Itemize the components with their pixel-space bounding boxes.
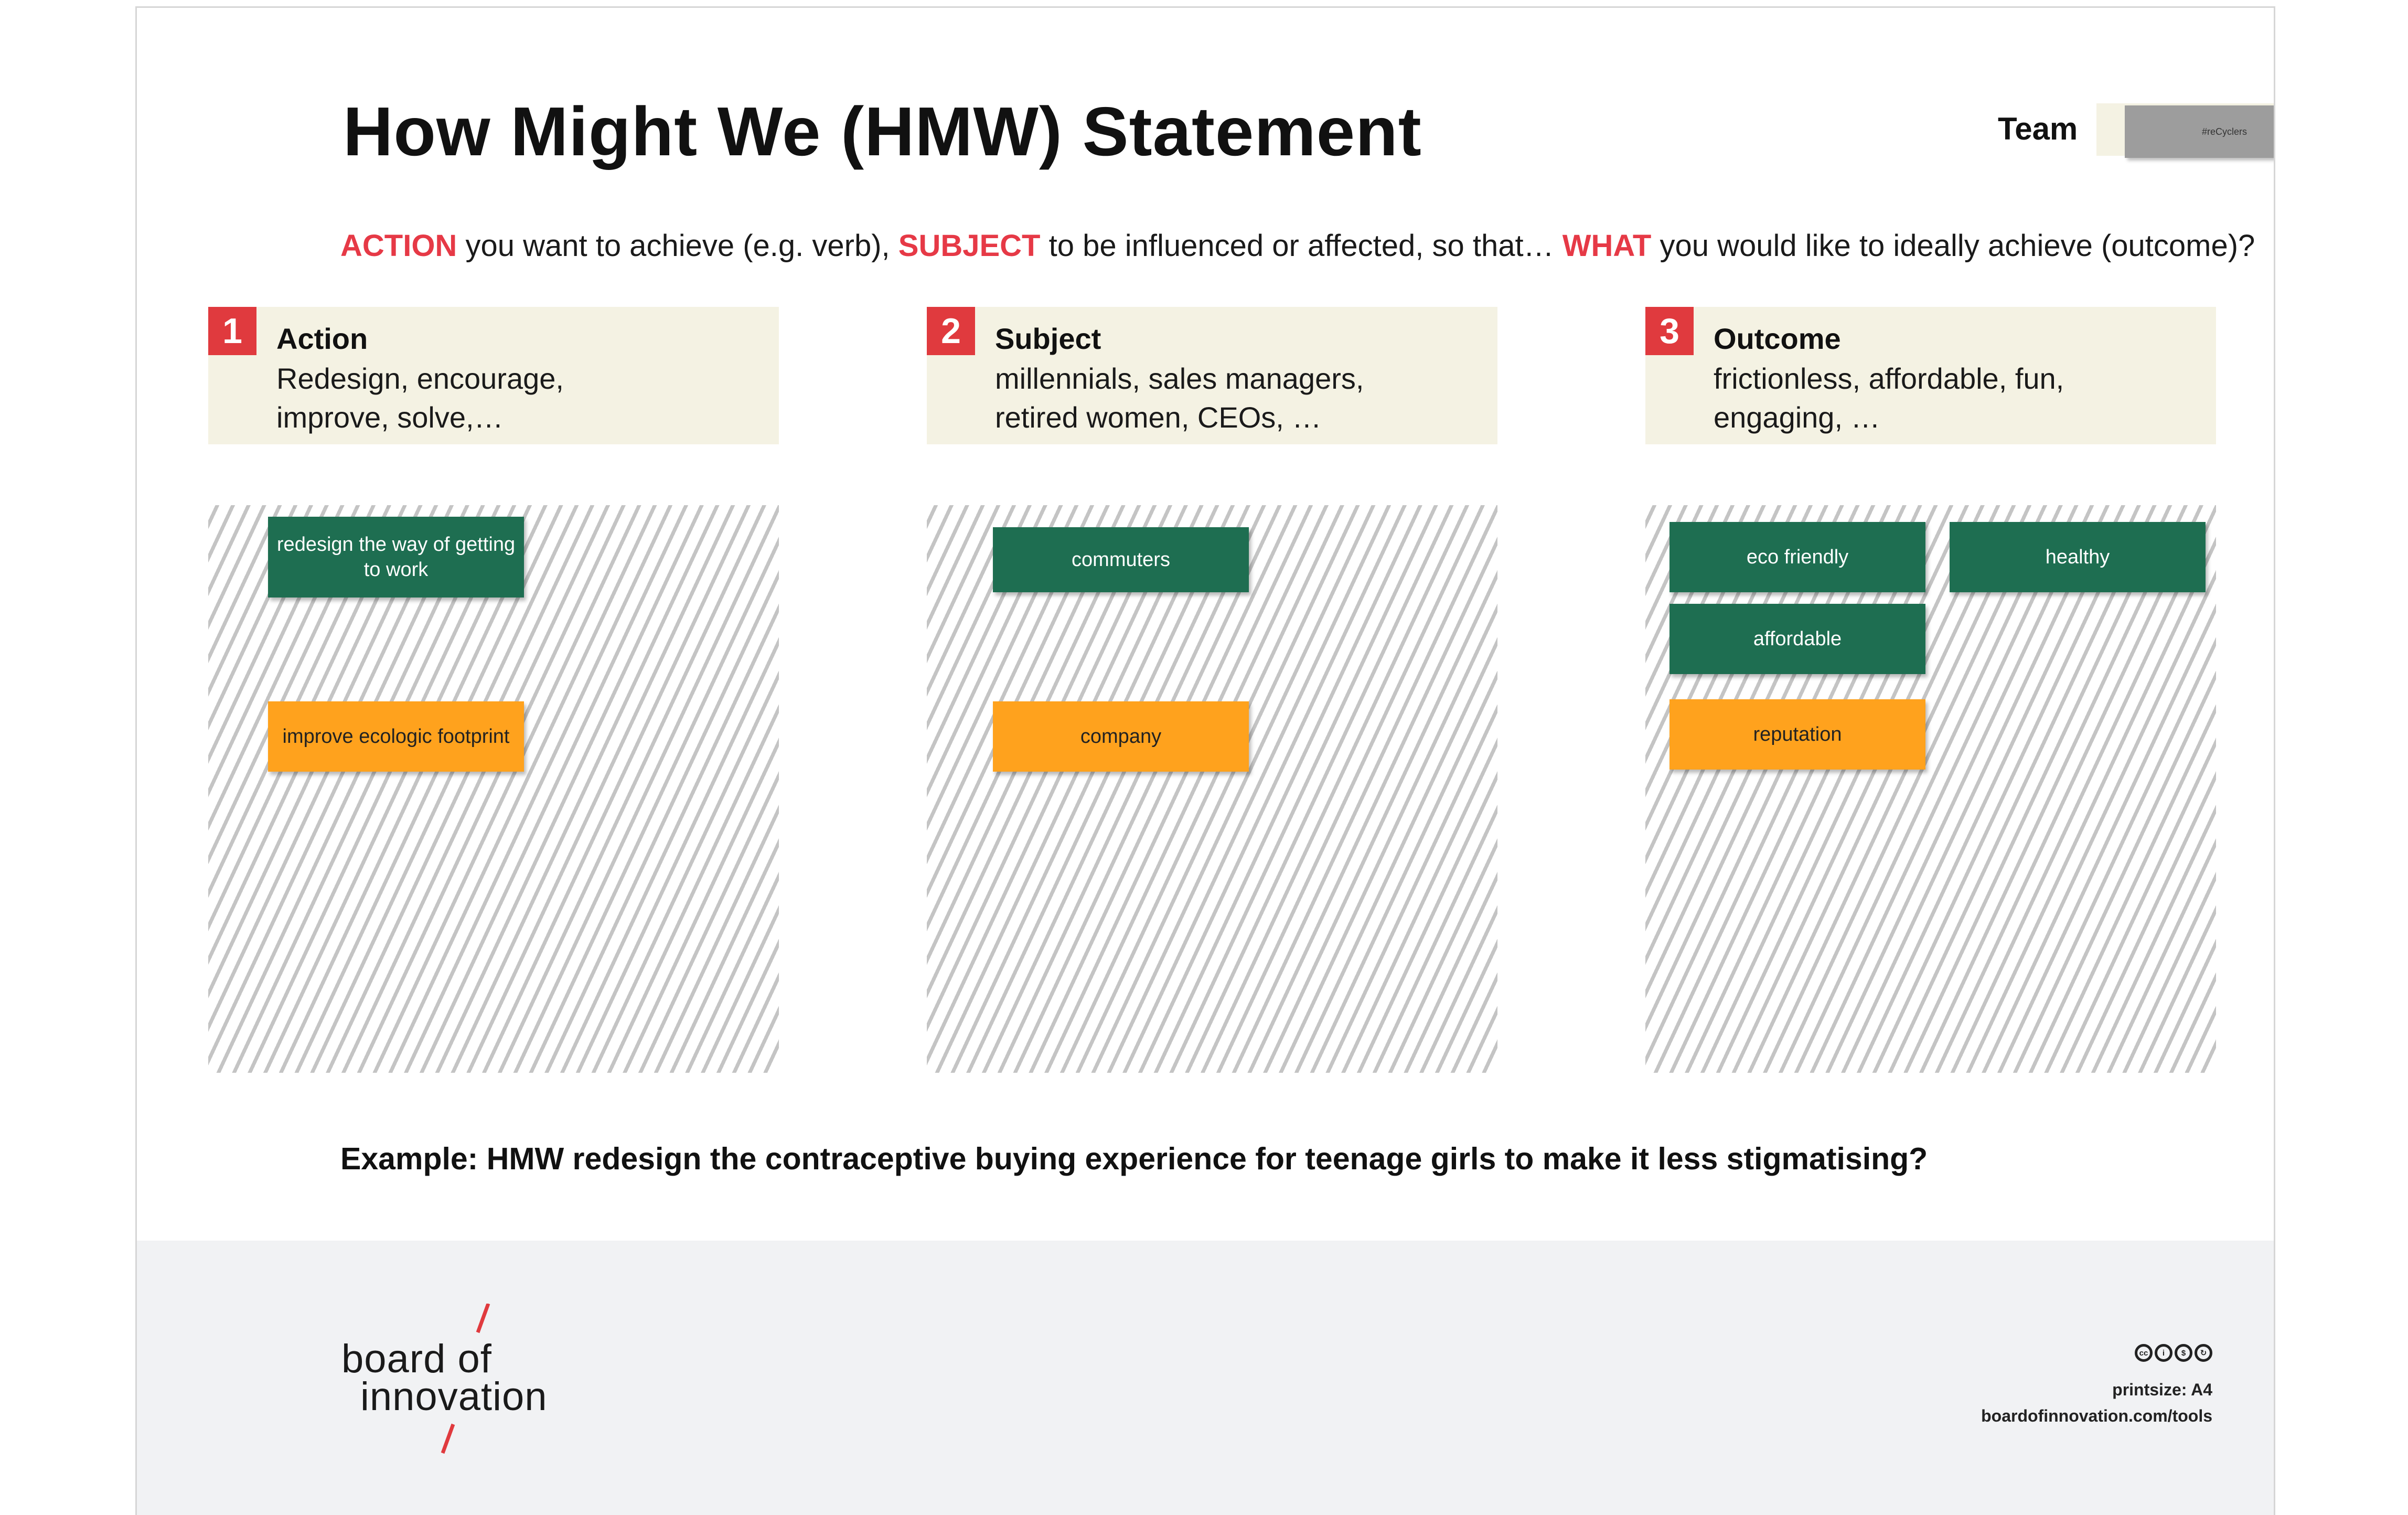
subject-header: 2 Subject millennials, sales managers, r… bbox=[927, 307, 1497, 444]
board-of-innovation-logo: board of innovation bbox=[341, 1304, 572, 1456]
team-label: Team bbox=[1998, 111, 2078, 146]
attribution-icon: i bbox=[2155, 1344, 2172, 1362]
logo-line-2: innovation bbox=[360, 1374, 548, 1419]
subject-drop-zone[interactable] bbox=[927, 505, 1497, 1073]
sharealike-icon: ↻ bbox=[2195, 1344, 2212, 1362]
action-header: 1 Action Redesign, encourage, improve, s… bbox=[208, 307, 779, 444]
instruction-part-3: you would like to ideally achieve (outco… bbox=[1651, 229, 2255, 263]
action-drop-zone[interactable] bbox=[208, 505, 779, 1073]
keyword-what: WHAT bbox=[1562, 229, 1652, 263]
example-statement: Example: HMW redesign the contraceptive … bbox=[340, 1141, 1928, 1176]
sticky-note[interactable]: eco friendly bbox=[1669, 522, 1925, 592]
sticky-note[interactable]: healthy bbox=[1950, 522, 2206, 592]
cc-icon: cc bbox=[2135, 1344, 2153, 1362]
instruction-part-1: you want to achieve (e.g. verb), bbox=[457, 229, 898, 263]
footer bbox=[137, 1241, 2274, 1515]
sticky-note[interactable]: affordable bbox=[1669, 604, 1925, 674]
column-title: Outcome bbox=[1714, 322, 1841, 355]
instruction-part-2: to be influenced or affected, so that… bbox=[1040, 229, 1562, 263]
website-link[interactable]: boardofinnovation.com/tools bbox=[1981, 1406, 2212, 1425]
logo-slash-icon bbox=[441, 1304, 490, 1454]
sticky-note[interactable]: reputation bbox=[1669, 699, 1925, 770]
team-sticky-note[interactable]: #reCyclers bbox=[2125, 105, 2274, 158]
print-size: printsize: A4 bbox=[2112, 1380, 2212, 1399]
sticky-note[interactable]: redesign the way of getting to work bbox=[268, 517, 524, 598]
logo-line-1: board of bbox=[341, 1337, 492, 1381]
page-title: How Might We (HMW) Statement bbox=[343, 93, 1422, 170]
column-title: Subject bbox=[995, 322, 1101, 355]
column-description: frictionless, affordable, fun, engaging,… bbox=[1714, 362, 2064, 434]
noncommercial-icon: $ bbox=[2175, 1344, 2192, 1362]
step-number-badge: 1 bbox=[208, 307, 256, 355]
sticky-note[interactable]: improve ecologic footprint bbox=[268, 701, 524, 772]
outcome-header: 3 Outcome frictionless, affordable, fun,… bbox=[1645, 307, 2216, 444]
sticky-note[interactable]: company bbox=[993, 701, 1249, 772]
column-description: Redesign, encourage, improve, solve,… bbox=[276, 362, 564, 434]
column-title: Action bbox=[276, 322, 368, 355]
instruction-text: ACTION you want to achieve (e.g. verb), … bbox=[340, 228, 2255, 263]
creative-commons-badge: cc i $ ↻ bbox=[2135, 1344, 2212, 1362]
canvas-sheet: How Might We (HMW) Statement Team #reCyc… bbox=[135, 6, 2275, 1515]
step-number-badge: 2 bbox=[927, 307, 975, 355]
keyword-subject: SUBJECT bbox=[898, 229, 1041, 263]
keyword-action: ACTION bbox=[340, 229, 457, 263]
outcome-drop-zone[interactable] bbox=[1645, 505, 2216, 1073]
column-description: millennials, sales managers, retired wom… bbox=[995, 362, 1364, 434]
step-number-badge: 3 bbox=[1645, 307, 1694, 355]
sticky-note[interactable]: commuters bbox=[993, 527, 1249, 592]
